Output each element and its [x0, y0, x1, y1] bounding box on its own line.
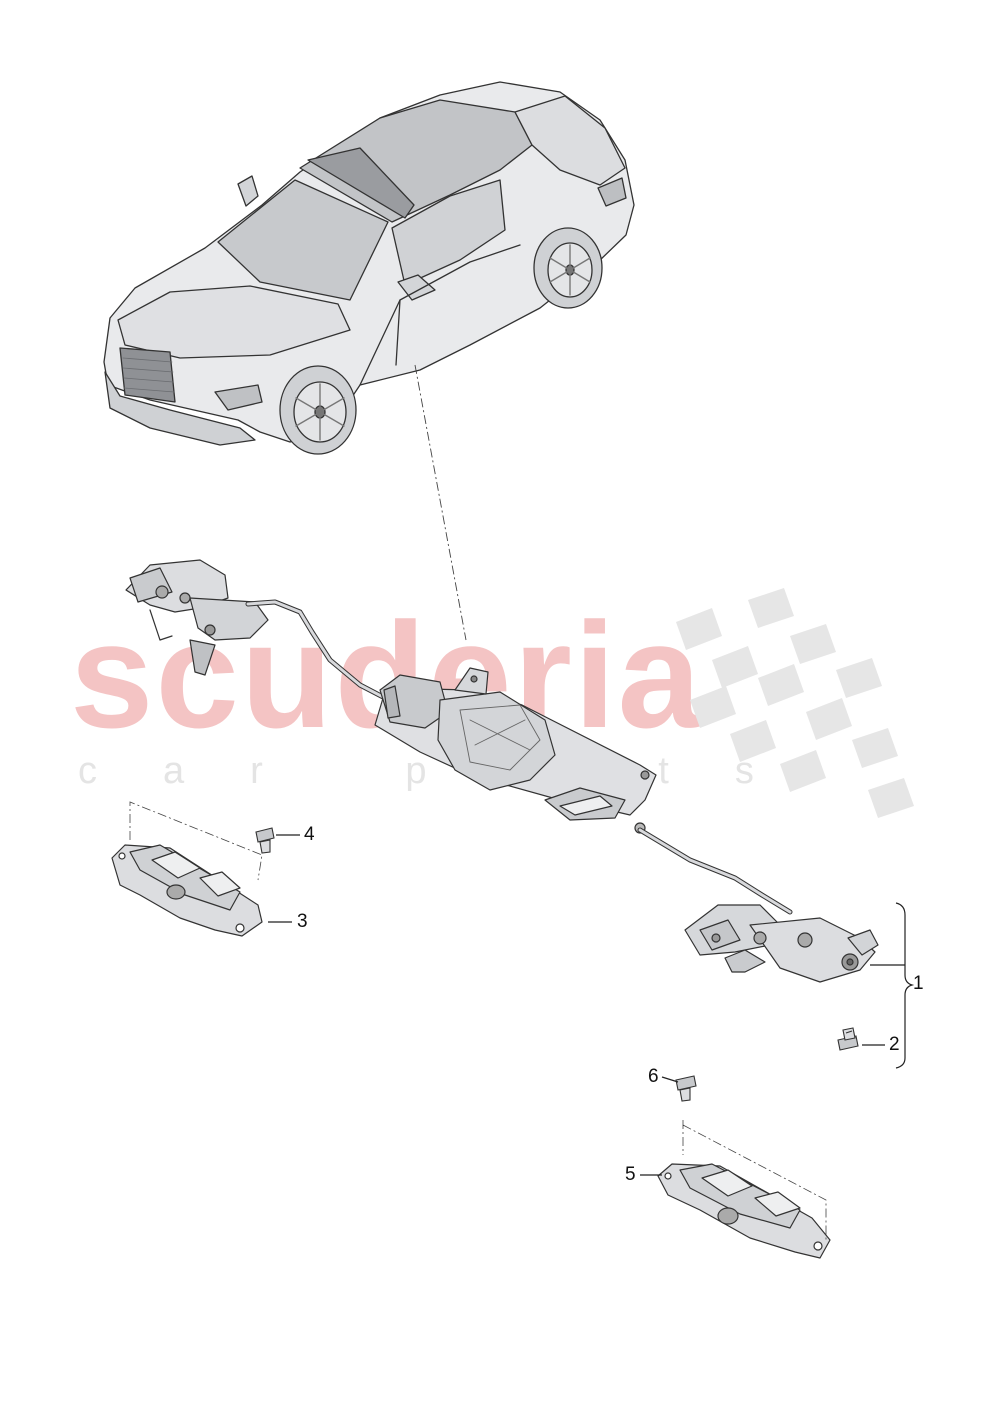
assembly-bracket [895, 902, 915, 1069]
callout-4: 4 [304, 824, 315, 845]
car-illustration [103, 81, 635, 455]
front-wheel [279, 365, 357, 455]
callout-1: 1 [913, 973, 924, 994]
part-3-guide [129, 801, 263, 881]
callout-3: 3 [297, 911, 308, 932]
part-5-guide [682, 1120, 827, 1240]
callout-5: 5 [625, 1164, 636, 1185]
striker-plate-part-5 [657, 1163, 831, 1259]
right-latch [684, 904, 879, 983]
checkered-flag-watermark [676, 588, 914, 818]
left-latch [125, 559, 269, 676]
screw-part-4 [255, 827, 275, 854]
screw-part-6 [675, 1075, 697, 1102]
car-to-mechanism-leader [414, 364, 467, 641]
striker-plate-part-3 [111, 844, 263, 937]
leader-6 [661, 1076, 679, 1083]
callout-6: 6 [648, 1066, 659, 1087]
callout-2: 2 [889, 1034, 900, 1055]
soft-top-lock-assembly [125, 559, 879, 983]
screw-part-2 [837, 1027, 859, 1051]
rear-wheel [533, 227, 603, 309]
